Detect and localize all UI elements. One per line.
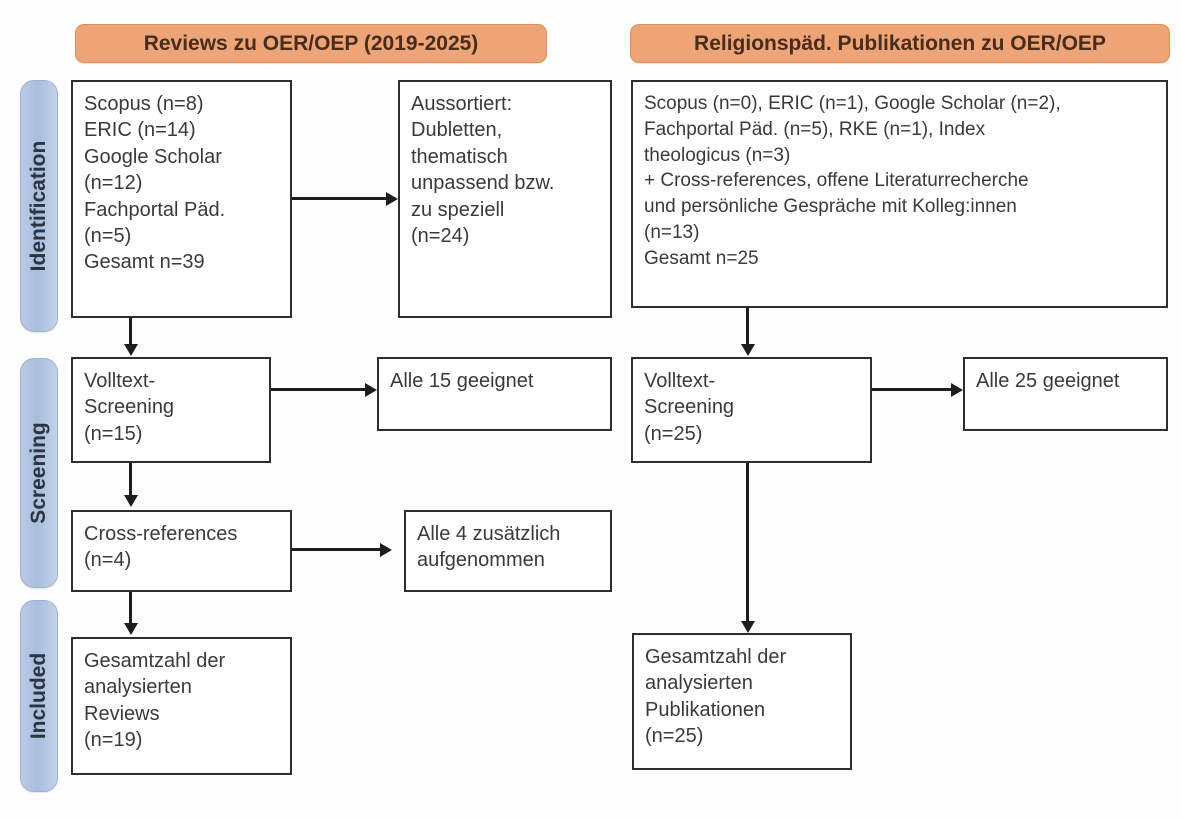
box-left-included-total-text: Gesamtzahl der analysierten Reviews (n=1…: [84, 650, 226, 752]
box-right-screening-fulltext: Volltext- Screening (n=25): [631, 357, 872, 463]
arrowhead-right-fulltext-to-included: [741, 621, 755, 633]
connector-right-sources-to-fulltext: [746, 308, 749, 345]
connector-right-fulltext-to-eligible: [872, 388, 951, 391]
connector-left-sources-to-excluded: [292, 197, 386, 200]
box-right-identification-sources: Scopus (n=0), ERIC (n=1), Google Scholar…: [631, 80, 1168, 308]
arrowhead-right-sources-to-fulltext: [741, 344, 755, 356]
connector-left-fulltext-to-eligible: [271, 388, 365, 391]
box-left-identification-excluded: Aussortiert: Dubletten, thematisch unpas…: [398, 80, 612, 318]
column-header-reviews: Reviews zu OER/OEP (2019-2025): [75, 24, 547, 63]
column-header-religionspaed: Religionspäd. Publikationen zu OER/OEP: [630, 24, 1170, 63]
arrowhead-left-sources-to-fulltext: [124, 344, 138, 356]
arrowhead-left-crossrefs-to-added: [380, 543, 392, 557]
arrowhead-right-fulltext-to-eligible: [951, 383, 963, 397]
box-left-screening-eligible-text: Alle 15 geeignet: [390, 370, 534, 392]
box-right-screening-eligible-text: Alle 25 geeignet: [976, 370, 1120, 392]
phase-label-included: Included: [27, 652, 50, 740]
column-header-religionspaed-label: Religionspäd. Publikationen zu OER/OEP: [694, 31, 1106, 55]
phase-bar-identification: Identification: [20, 80, 58, 332]
box-left-identification-sources-text: Scopus (n=8) ERIC (n=14) Google Scholar …: [84, 93, 226, 274]
box-left-included-total: Gesamtzahl der analysierten Reviews (n=1…: [71, 637, 292, 775]
connector-left-crossrefs-to-added: [292, 548, 380, 551]
box-left-screening-crossrefs: Cross-references (n=4): [71, 510, 292, 592]
box-left-screening-crossrefs-added: Alle 4 zusätzlich aufgenommen: [404, 510, 612, 592]
box-left-screening-fulltext: Volltext- Screening (n=15): [71, 357, 271, 463]
arrowhead-left-fulltext-to-eligible: [365, 383, 377, 397]
connector-left-fulltext-to-crossrefs: [129, 463, 132, 496]
box-left-screening-fulltext-text: Volltext- Screening (n=15): [84, 370, 175, 445]
phase-bar-screening: Screening: [20, 358, 58, 588]
column-header-reviews-label: Reviews zu OER/OEP (2019-2025): [143, 31, 479, 55]
phase-label-identification: Identification: [27, 140, 50, 272]
box-right-screening-eligible: Alle 25 geeignet: [963, 357, 1168, 431]
connector-right-fulltext-to-included: [746, 463, 749, 623]
phase-bar-included: Included: [20, 600, 58, 792]
arrowhead-left-crossrefs-to-included: [124, 623, 138, 635]
arrowhead-left-sources-to-excluded: [386, 192, 398, 206]
connector-left-sources-to-fulltext: [129, 318, 132, 345]
box-left-screening-crossrefs-text: Cross-references (n=4): [84, 523, 238, 572]
box-left-identification-excluded-text: Aussortiert: Dubletten, thematisch unpas…: [411, 93, 555, 247]
box-right-screening-fulltext-text: Volltext- Screening (n=25): [644, 370, 735, 445]
arrowhead-left-fulltext-to-crossrefs: [124, 495, 138, 507]
connector-left-crossrefs-to-included: [129, 592, 132, 624]
phase-label-screening: Screening: [27, 422, 50, 524]
box-right-identification-sources-text: Scopus (n=0), ERIC (n=1), Google Scholar…: [644, 93, 1061, 269]
box-left-screening-eligible: Alle 15 geeignet: [377, 357, 612, 431]
box-right-included-total-text: Gesamtzahl der analysierten Publikatione…: [645, 646, 787, 748]
box-right-included-total: Gesamtzahl der analysierten Publikatione…: [632, 633, 852, 770]
box-left-identification-sources: Scopus (n=8) ERIC (n=14) Google Scholar …: [71, 80, 292, 318]
box-left-screening-crossrefs-added-text: Alle 4 zusätzlich aufgenommen: [417, 523, 561, 572]
